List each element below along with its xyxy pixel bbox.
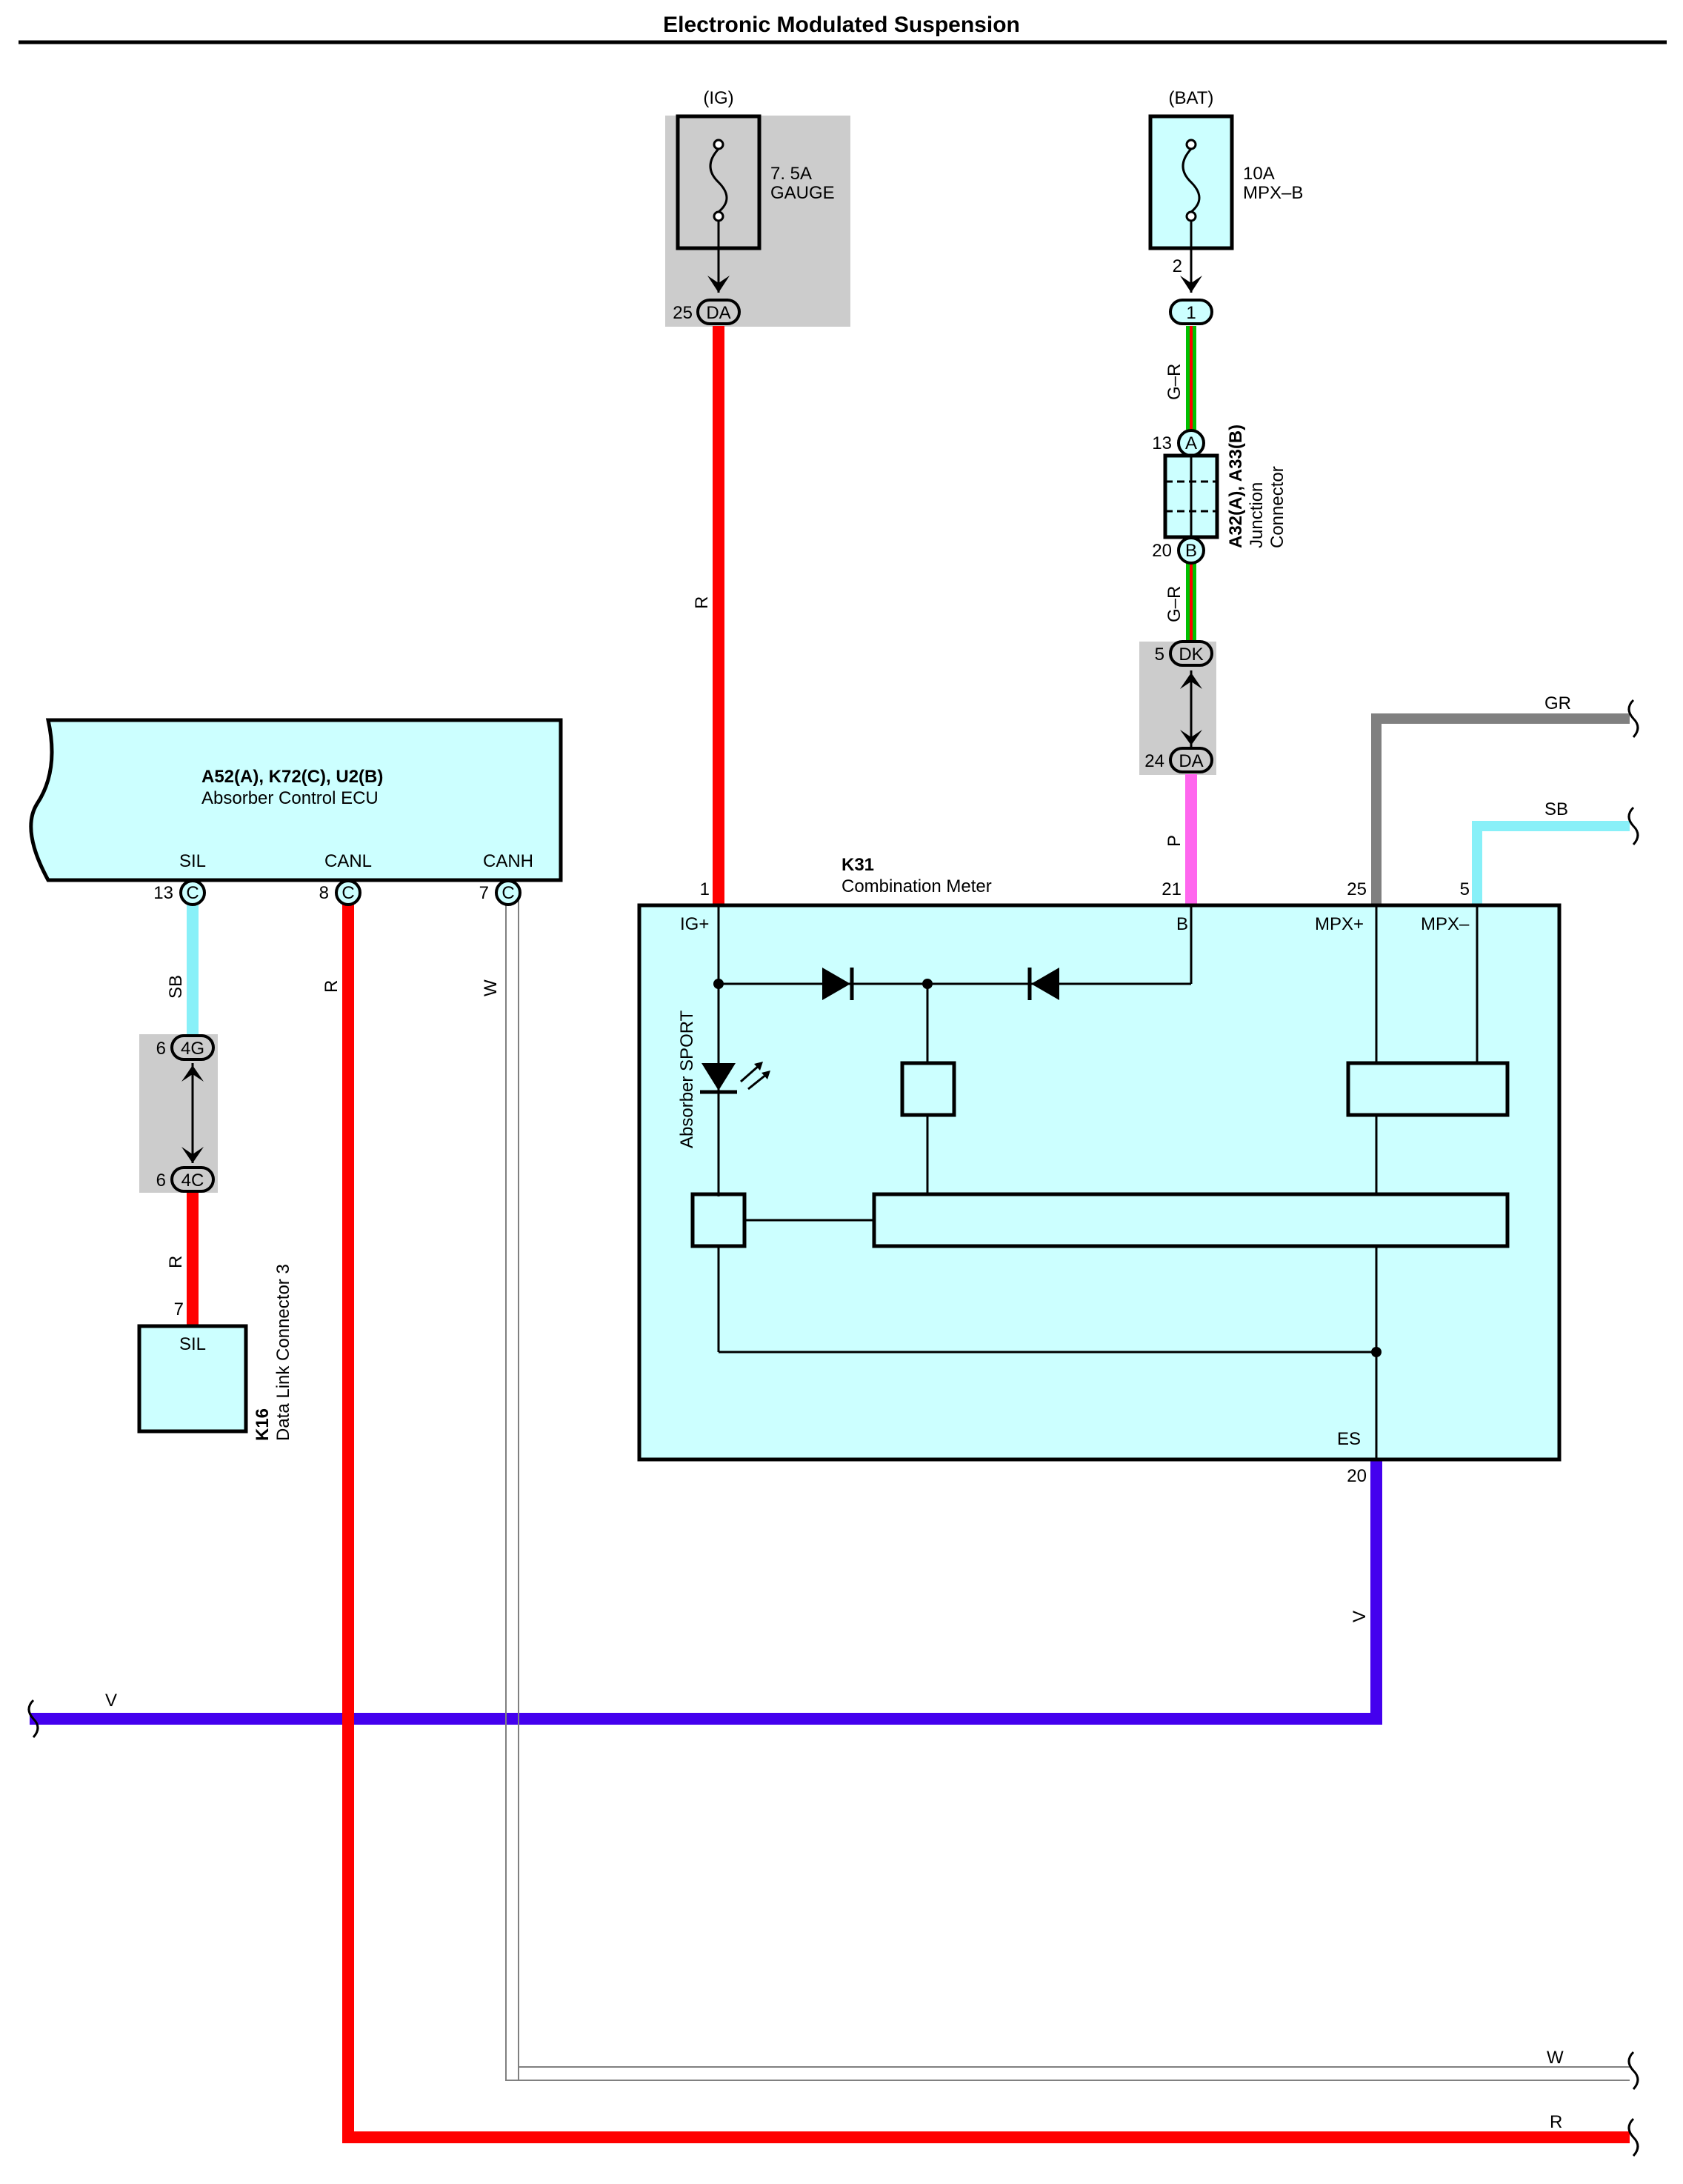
wire-label-canh: W — [481, 979, 501, 996]
fuse-bat-rating: 10A — [1243, 164, 1275, 184]
wire-label-v-bus: V — [105, 1691, 117, 1711]
connector-4g-label: 4G — [181, 1039, 204, 1059]
wire-canh-outer — [505, 896, 1630, 2081]
wire-label-w-bus: W — [1547, 2048, 1564, 2068]
meter-pin-mpx-plus: 25 — [1347, 879, 1367, 899]
fuse-ig-rating: 7. 5A — [770, 164, 812, 184]
fuse-ig — [676, 114, 761, 293]
connector-4c-label: 4C — [181, 1171, 204, 1191]
connector-da-ig-pin: 25 — [673, 303, 693, 323]
meter-terminal-ig: IG+ — [680, 914, 709, 934]
data-link-connector — [137, 1324, 248, 1434]
ecu-pin-canl: 8 — [319, 883, 329, 903]
dlc-pin: 7 — [174, 1299, 184, 1319]
ecu-conn-canh: C — [501, 883, 514, 903]
ecu-pin-canh: 7 — [479, 883, 489, 903]
meter-terminal-es: ES — [1337, 1429, 1361, 1449]
wire-label-sb-out: SB — [1544, 799, 1568, 819]
meter-internal-circuit — [690, 905, 1510, 1459]
junction-conn-a: A — [1185, 433, 1197, 453]
junction-conn-b: B — [1185, 541, 1197, 561]
junction-name-1: Junction — [1247, 482, 1267, 548]
4g-4c-connector-shade — [139, 1034, 218, 1193]
meter-terminal-mpx-plus: MPX+ — [1315, 914, 1364, 934]
wire-canl-red — [342, 896, 1630, 2143]
fuse-bat — [1148, 114, 1234, 293]
ecu-pin-circles — [179, 879, 521, 906]
dlc-id: K16 — [253, 1408, 273, 1441]
ecu-id: A52(A), K72(C), U2(B) — [201, 767, 383, 787]
fuse-ig-name: GAUGE — [770, 183, 835, 203]
connector-1-bat: 1 — [1169, 299, 1213, 325]
dlc-terminal: SIL — [179, 1334, 206, 1354]
absorber-control-ecu — [29, 718, 563, 882]
meter-name: Combination Meter — [842, 876, 992, 896]
connector-da-ig: DA — [696, 299, 741, 325]
connector-dk-pin: 5 — [1155, 645, 1164, 665]
wire-label-es: V — [1350, 1611, 1370, 1622]
meter-id: K31 — [842, 855, 874, 875]
wire-break-r — [1627, 2117, 1639, 2157]
meter-terminal-b: B — [1176, 914, 1188, 934]
wire-v-bus — [30, 1459, 1382, 1725]
junction-pin-a: 13 — [1152, 433, 1172, 453]
wire-label-ig: R — [692, 596, 712, 609]
meter-pin-ig: 1 — [700, 879, 710, 899]
wire-gr-gray — [1371, 713, 1630, 904]
wire-label-r-bus: R — [1550, 2112, 1562, 2132]
wire-label-sil: SB — [166, 975, 186, 999]
combination-meter — [637, 903, 1562, 1462]
meter-pin-es: 20 — [1347, 1466, 1367, 1486]
meter-indicator-label: Absorber SPORT — [677, 1010, 697, 1148]
wire-label-canl: R — [321, 980, 341, 993]
wire-label-gr-upper: G–R — [1164, 364, 1184, 400]
wire-break-v — [27, 1699, 39, 1739]
ecu-pin-sil: 13 — [153, 883, 173, 903]
connector-dk-label: DK — [1179, 645, 1203, 665]
ecu-conn-sil: C — [186, 883, 199, 903]
connector-dk-da — [1169, 640, 1213, 773]
ecu-terminal-sil: SIL — [179, 851, 206, 871]
connector-da-ig-label: DA — [706, 303, 730, 323]
wire-label-sil-lower: R — [166, 1256, 186, 1268]
wire-break-gr — [1627, 699, 1639, 739]
meter-pin-mpx-minus: 5 — [1460, 879, 1470, 899]
page-title: Electronic Modulated Suspension — [663, 13, 1020, 37]
wire-w-bus — [518, 896, 1630, 2068]
connector-4g-pin: 6 — [156, 1039, 166, 1059]
meter-terminal-mpx-minus: MPX– — [1421, 914, 1470, 934]
junction-id: A32(A), A33(B) — [1226, 425, 1246, 548]
wire-label-gr-lower: G–R — [1164, 586, 1184, 622]
fuse-bat-pin: 2 — [1173, 256, 1182, 276]
fuse-bat-name: MPX–B — [1243, 183, 1303, 203]
meter-pin-b: 21 — [1162, 879, 1182, 899]
wire-break-w — [1627, 2051, 1639, 2091]
fuse-ig-source: (IG) — [703, 88, 733, 108]
ecu-name: Absorber Control ECU — [201, 788, 379, 808]
connector-4g-4c — [170, 1034, 215, 1193]
wire-label-gr-out: GR — [1544, 693, 1571, 713]
connector-1-bat-label: 1 — [1186, 303, 1196, 323]
led-indicator-icon — [700, 1062, 770, 1094]
ecu-terminal-canh: CANH — [483, 851, 533, 871]
ecu-terminal-canl: CANL — [324, 851, 372, 871]
diode-1-icon — [822, 968, 854, 1000]
junction-pin-b: 20 — [1152, 541, 1172, 561]
connector-da2-label: DA — [1179, 751, 1203, 771]
wire-label-p: P — [1164, 835, 1184, 847]
junction-connector — [1163, 429, 1219, 565]
connector-4c-pin: 6 — [156, 1171, 166, 1191]
ecu-conn-canl: C — [341, 883, 354, 903]
wire-sb-out — [1472, 821, 1630, 904]
wire-break-sb — [1627, 806, 1639, 846]
connector-da2-pin: 24 — [1144, 751, 1164, 771]
dlc-name: Data Link Connector 3 — [273, 1264, 293, 1441]
fuse-bat-source: (BAT) — [1169, 88, 1214, 108]
junction-name-2: Connector — [1267, 466, 1287, 548]
diode-2-icon — [1027, 968, 1059, 1000]
